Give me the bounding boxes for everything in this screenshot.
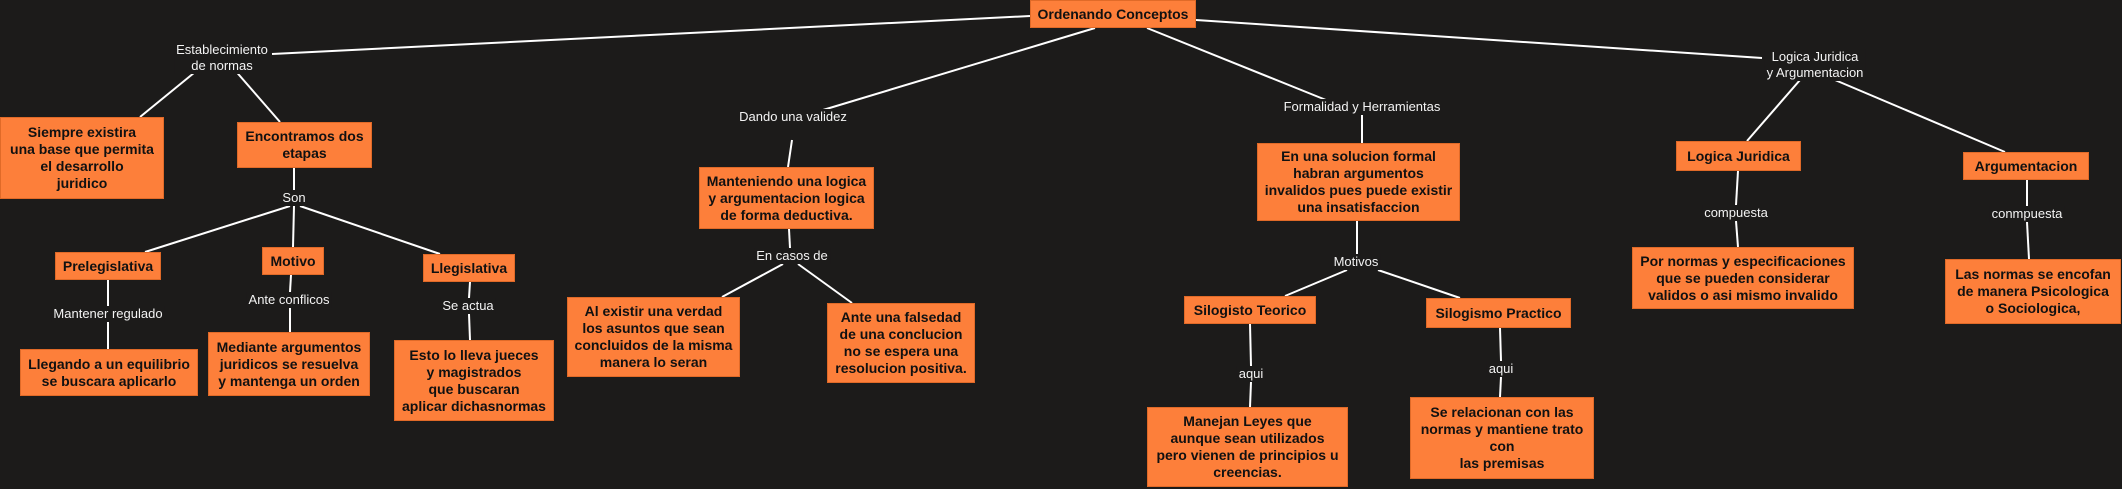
connector-line xyxy=(2026,221,2030,260)
connector-line xyxy=(1735,220,1739,248)
connector-line xyxy=(144,205,291,253)
connector-line xyxy=(1284,269,1348,297)
node-se-relacionan[interactable]: Se relacionan con las normas y mantiene … xyxy=(1410,397,1594,479)
label-establecimiento-de-normas: Establecimiento de normas xyxy=(174,42,270,74)
connector-line xyxy=(1499,327,1502,362)
label-conmpuesta: conmpuesta xyxy=(1989,206,2065,222)
node-ante-una-falsedad[interactable]: Ante una falsedad de una conclucion no s… xyxy=(827,303,975,383)
node-llegislativa[interactable]: Llegislativa xyxy=(423,254,515,282)
label-son: Son xyxy=(280,190,308,206)
node-encontramos-dos-etapas[interactable]: Encontramos dos etapas xyxy=(237,122,372,168)
connector-line xyxy=(1834,79,2006,153)
label-dando-una-validez: Dando una validez xyxy=(737,109,849,125)
connector-line xyxy=(1377,269,1461,299)
label-formalidad-y-herramientas: Formalidad y Herramientas xyxy=(1281,99,1443,115)
node-silogismo-practico[interactable]: Silogismo Practico xyxy=(1426,298,1571,328)
connector-line xyxy=(1146,27,1327,101)
node-argumentacion[interactable]: Argumentacion xyxy=(1963,152,2089,180)
connector-line xyxy=(292,205,295,248)
connector-line xyxy=(468,313,471,341)
connector-line xyxy=(1249,381,1252,408)
node-las-normas-se-encofan[interactable]: Las normas se encofan de manera Psicolog… xyxy=(1945,259,2121,324)
node-silogisto-teorico[interactable]: Silogisto Teorico xyxy=(1184,296,1316,324)
connector-line xyxy=(1499,376,1502,398)
connector-line xyxy=(721,263,784,298)
connector-line xyxy=(1195,19,1763,59)
connector-line xyxy=(468,281,471,299)
node-prelegislativa[interactable]: Prelegislativa xyxy=(55,252,161,280)
node-logica-juridica[interactable]: Logica Juridica xyxy=(1676,141,1801,171)
label-aqui-practico: aqui xyxy=(1486,361,1516,377)
connector-line xyxy=(139,67,201,118)
node-llegando-equilibrio[interactable]: Llegando a un equilibrio se buscara apli… xyxy=(20,349,198,396)
connector-line xyxy=(1735,170,1739,206)
node-mediante-argumentos[interactable]: Mediante argumentos juridicos se resuelv… xyxy=(208,332,370,396)
connector-line xyxy=(271,15,1031,55)
label-motivos: Motivos xyxy=(1331,254,1381,270)
connector-line xyxy=(822,27,1096,111)
node-ordenando-conceptos[interactable]: Ordenando Conceptos xyxy=(1030,0,1196,28)
node-al-existir-una-verdad[interactable]: Al existir una verdad los asuntos que se… xyxy=(567,297,740,377)
node-motivo[interactable]: Motivo xyxy=(262,247,324,275)
label-mantener-regulado: Mantener regulado xyxy=(51,306,165,322)
connector-line xyxy=(1746,79,1801,142)
label-logica-juridica-y-argumentacion: Logica Juridica y Argumentacion xyxy=(1764,49,1866,81)
connector-line xyxy=(787,139,793,168)
connector-line xyxy=(788,228,791,249)
connector-line xyxy=(1249,323,1252,367)
connector-line xyxy=(289,274,292,293)
label-ante-conflicos: Ante conflicos xyxy=(246,292,332,308)
label-compuesta: compuesta xyxy=(1702,205,1770,221)
node-manejan-leyes[interactable]: Manejan Leyes que aunque sean utilizados… xyxy=(1147,407,1348,487)
node-esto-lo-lleva-jueces[interactable]: Esto lo lleva jueces y magistrados que b… xyxy=(394,340,554,421)
node-manteniendo-una-logica[interactable]: Manteniendo una logica y argumentacion l… xyxy=(699,167,874,229)
connector-line xyxy=(299,205,441,255)
connector-line xyxy=(232,67,281,123)
label-en-casos-de: En casos de xyxy=(754,248,830,264)
node-siempre-existira[interactable]: Siempre existira una base que permita el… xyxy=(0,117,164,199)
label-aqui-teorico: aqui xyxy=(1236,366,1266,382)
connector-line xyxy=(797,263,853,304)
node-por-normas[interactable]: Por normas y especificaciones que se pue… xyxy=(1632,247,1854,309)
node-solucion-formal[interactable]: En una solucion formal habran argumentos… xyxy=(1257,143,1460,221)
label-se-actua: Se actua xyxy=(440,298,496,314)
